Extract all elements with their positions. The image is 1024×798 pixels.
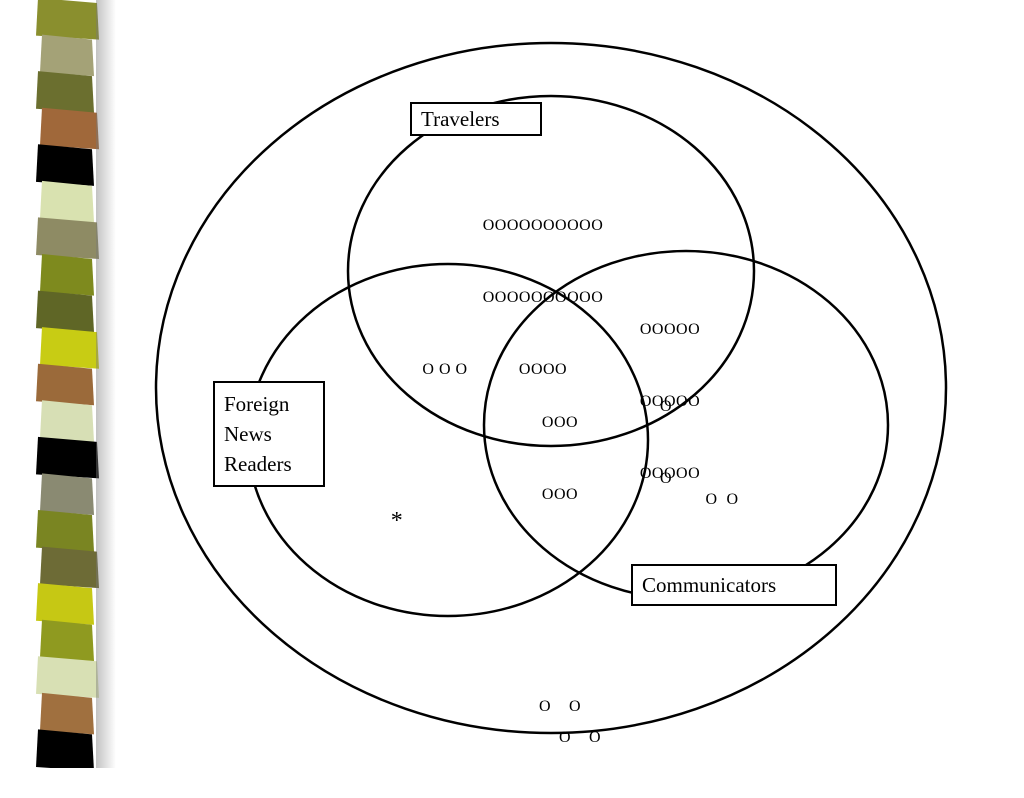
decorative-strip-band [36,217,99,259]
travelers-circle [346,94,756,448]
travelers-label: Travelers [410,102,542,136]
decorative-strip-band [40,327,99,369]
communicators-label: Communicators [631,564,837,606]
travelers-communicators-marks-line: OOOOO [639,393,701,410]
decorative-strip-band [36,583,94,625]
travelers-only-marks-line: OOOOOOOOOO [482,217,604,234]
communicators-only-marks: O O [692,440,752,560]
foreign-news-readers-label: Foreign News Readers [213,381,325,487]
travelers-only-marks: OOOOOOOOOO OOOOOOOOOO OOOO [453,166,633,430]
decorative-strip-band [40,254,94,296]
decorative-strip-band [36,436,99,479]
communicators-label-text: Communicators [642,573,777,597]
travelers-readers-marks: O O O [405,310,485,430]
readers-only-asterisk-line: * [390,508,404,534]
decorative-strip-band [36,510,94,552]
readers-only-asterisk: * [382,456,412,586]
decorative-strip-band [36,290,94,333]
decorative-strip-band [36,144,94,186]
decorative-strip-band [36,71,94,113]
foreign-news-readers-label-line: Foreign [224,392,290,416]
decorative-strip-band [40,107,99,150]
slide: Travelers Foreign News Readers Communica… [0,0,948,771]
decorative-strip-band [40,34,94,77]
decorative-strip-band [40,619,94,662]
decorative-strip-band [40,692,94,735]
decorative-strip-band [36,0,99,40]
decorative-strip [0,0,120,771]
outside-sets-marks-row1: O O [525,647,595,767]
travelers-communicators-marks-line: OOOOO [639,465,701,482]
travelers-communicators-extra-marks-line: O [659,398,673,415]
travelers-communicators-marks: OOOOO OOOOO OOOOO [625,270,715,534]
travelers-communicators-marks-line: OOOOO [639,321,701,338]
travelers-communicators-extra-marks: O O [651,347,681,539]
travelers-readers-marks-line: O O O [422,361,468,378]
decorative-strip-band [40,473,94,515]
all-three-marks-line: OOO [541,414,579,431]
decorative-strip-graphic [36,0,99,771]
travelers-label-text: Travelers [421,107,500,131]
all-three-marks: OOO OOO [525,363,595,555]
travelers-only-marks-line: OOOOOOOOOO [482,289,604,306]
decorative-strip-band [40,546,99,589]
all-three-marks-line: OOO [541,486,579,503]
universe-ellipse [154,41,948,735]
decorative-strip-band [40,400,94,442]
foreign-news-readers-label-line: News [224,422,272,446]
decorative-strip-band [36,656,99,698]
communicators-only-marks-line: O O [705,491,739,508]
decorative-strip-band [36,729,94,771]
outside-sets-marks-line: O O [558,729,602,746]
decorative-strip-shadow [96,0,116,768]
travelers-communicators-extra-marks-line: O [659,470,673,487]
outside-sets-marks-line: O O [538,698,582,715]
decorative-strip-band [36,363,94,406]
travelers-only-marks-line: OOOO [518,361,568,378]
foreign-news-readers-label-line: Readers [224,452,292,476]
outside-sets-marks-row2: O O [545,678,615,798]
decorative-strip-band [40,180,94,223]
